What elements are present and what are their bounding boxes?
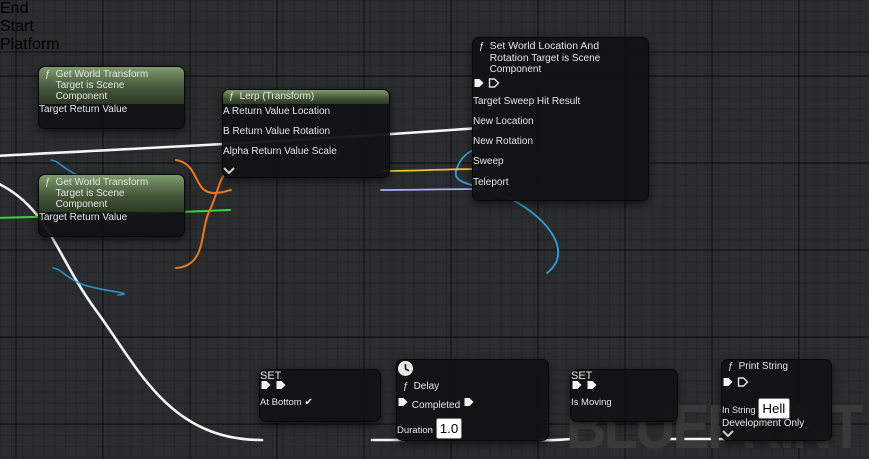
- variable-label: End: [0, 0, 29, 17]
- exec-out-pin[interactable]: [275, 381, 287, 394]
- variable-node-platform[interactable]: Platform: [0, 36, 89, 54]
- wire-exec-to-set-at-bottom: [0, 183, 264, 442]
- function-icon: ƒ: [229, 91, 235, 102]
- function-icon: ƒ: [45, 177, 51, 188]
- variable-label: Platform: [0, 36, 60, 53]
- latent-clock-icon: [397, 360, 548, 380]
- expand-chevron-icon[interactable]: [223, 166, 389, 177]
- expand-chevron-icon[interactable]: [722, 429, 831, 440]
- variable-node-end[interactable]: End: [0, 0, 85, 18]
- node-title: Get World Transform: [55, 69, 149, 80]
- node-subtitle: Target is Scene Component: [55, 188, 125, 210]
- wire-start-to-target: [52, 267, 126, 296]
- node-set-world-location-and-rotation[interactable]: ƒ Set World Location And Rotation Target…: [472, 37, 649, 201]
- in-string-input[interactable]: [758, 398, 791, 419]
- target-pin-label: Target: [39, 104, 67, 115]
- at-bottom-pin-label: At Bottom: [260, 397, 302, 408]
- development-only-label: Development Only: [722, 418, 805, 429]
- at-bottom-checkbox[interactable]: ✔: [304, 397, 313, 408]
- duration-pin-label: Duration: [397, 425, 433, 436]
- node-title: Delay: [413, 381, 440, 392]
- node-set-is-moving[interactable]: SET Is Moving: [570, 369, 678, 422]
- is-moving-pin-label: Is Moving: [571, 397, 612, 408]
- exec-out-pin[interactable]: [488, 78, 500, 92]
- node-subtitle: Target is Scene Component: [55, 80, 125, 102]
- node-header: ƒ Delay: [397, 380, 548, 394]
- exec-in-pin[interactable]: [397, 398, 409, 411]
- exec-in-pin[interactable]: [722, 378, 734, 391]
- duration-input[interactable]: [435, 418, 462, 439]
- node-get-world-transform-top[interactable]: ƒ Get World Transform Target is Scene Co…: [38, 66, 185, 129]
- node-header: ƒ Lerp (Transform): [223, 90, 389, 104]
- teleport-pin-label: Teleport: [473, 177, 509, 188]
- variable-node-start[interactable]: Start: [0, 18, 85, 36]
- wire-rotation: [380, 188, 480, 191]
- alpha-pin-label: Alpha: [223, 146, 249, 157]
- exec-in-pin[interactable]: [260, 381, 272, 394]
- completed-exec-out-pin[interactable]: [463, 398, 475, 411]
- node-header: ƒ Get World Transform Target is Scene Co…: [39, 175, 184, 212]
- variable-label: Start: [0, 18, 34, 35]
- return-rotation-pin-label: Return Value Rotation: [232, 126, 331, 137]
- node-title: Lerp (Transform): [239, 91, 315, 102]
- b-pin-label: B: [223, 126, 230, 137]
- node-header: SET: [571, 370, 677, 383]
- node-get-world-transform-bottom[interactable]: ƒ Get World Transform Target is Scene Co…: [38, 174, 185, 237]
- function-icon: ƒ: [45, 69, 51, 80]
- wire-transform-bottom-to-a: [175, 170, 232, 269]
- development-only-band: Development Only: [722, 418, 831, 429]
- return-value-pin-label: Return Value: [69, 104, 128, 115]
- completed-pin-label: Completed: [411, 400, 461, 411]
- target-pin-label: Target: [39, 212, 67, 223]
- sweep-hit-result-pin-label: Sweep Hit Result: [503, 96, 581, 107]
- node-delay[interactable]: ƒ Delay Completed Duration: [396, 359, 549, 441]
- node-header: ƒ Get World Transform Target is Scene Co…: [39, 67, 184, 104]
- wire-location: [380, 168, 480, 172]
- node-header: SET: [260, 370, 380, 383]
- exec-in-pin[interactable]: [473, 79, 485, 92]
- function-icon: ƒ: [403, 381, 409, 392]
- wire-transform-top-to-b: [175, 159, 232, 195]
- node-title: Get World Transform: [55, 177, 149, 188]
- node-subtitle: Target is Scene Component: [489, 53, 601, 75]
- node-lerp-transform[interactable]: ƒ Lerp (Transform) A Return Value Locati…: [222, 89, 390, 178]
- node-title: Set World Location And Rotation: [489, 40, 600, 64]
- node-header: ƒ Print String: [722, 360, 831, 374]
- node-print-string[interactable]: ƒ Print String In String Development Onl…: [721, 359, 832, 441]
- node-set-at-bottom[interactable]: SET At Bottom ✔: [259, 369, 381, 422]
- return-location-pin-label: Return Value Location: [231, 106, 331, 117]
- return-scale-pin-label: Return Value Scale: [251, 146, 337, 157]
- new-rotation-pin-label: New Rotation: [473, 136, 534, 147]
- a-pin-label: A: [223, 106, 230, 117]
- node-title: SET: [260, 370, 282, 382]
- exec-in-pin[interactable]: [571, 381, 583, 394]
- function-icon: ƒ: [479, 41, 485, 52]
- return-value-pin-label: Return Value: [69, 212, 128, 223]
- in-string-pin-label: In String: [722, 405, 756, 415]
- exec-out-pin[interactable]: [737, 377, 749, 391]
- function-icon: ƒ: [728, 361, 734, 372]
- node-title: SET: [571, 370, 593, 382]
- node-title: Print String: [738, 361, 789, 372]
- new-location-pin-label: New Location: [473, 116, 534, 127]
- target-pin-label: Target: [473, 96, 501, 107]
- node-header: ƒ Set World Location And Rotation Target…: [473, 38, 648, 77]
- exec-out-pin[interactable]: [586, 381, 598, 394]
- sweep-pin-label: Sweep: [473, 156, 504, 167]
